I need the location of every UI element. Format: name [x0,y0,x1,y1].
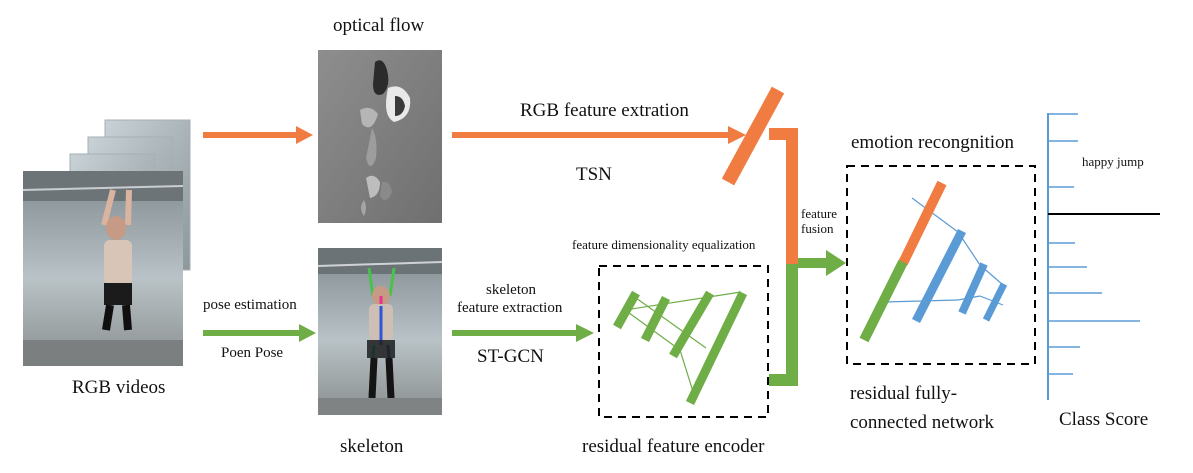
arrow-skeleton-to-encoder [452,324,594,342]
happy-jump-label: happy jump [1082,154,1144,169]
open-pose-label: Poen Pose [221,345,284,361]
tsn-label: TSN [576,164,612,185]
arrow-video-to-flow [203,126,313,144]
residual-fc-network-label-line2: connected network [850,412,995,433]
green-bracket [769,264,798,386]
feature-fusion-label-line1: feature [801,206,838,221]
emotion-recognition-label: emotion recongnition [851,132,1015,153]
orange-bracket [769,128,798,264]
person-figure [101,189,132,331]
optical-flow-image [318,50,442,223]
rgb-videos-label: RGB videos [72,377,166,398]
skeleton-image [317,248,443,415]
arrow-video-to-skeleton [203,324,316,342]
rgb-feature-bar [721,86,785,186]
rgb-feature-extraction-label: RGB feature extration [520,100,689,121]
residual-feature-encoder-label: residual feature encoder [582,436,765,457]
optical-flow-label: optical flow [333,15,425,36]
residual-fc-network-label-line1: residual fully- [850,383,958,404]
class-score-chart [1047,113,1160,400]
skeleton-feature-extraction-label-line2: feature extraction [457,300,563,316]
residual-fc-network-box [846,165,1036,365]
feature-dimensionality-equalization-label: feature dimensionality equalization [572,237,756,252]
st-gcn-label: ST-GCN [477,346,544,367]
class-score-label: Class Score [1059,409,1149,430]
residual-feature-encoder-box [598,265,769,418]
pose-estimation-label: pose estimation [203,297,297,313]
skeleton-feature-extraction-label-line1: skeleton [486,282,536,298]
arrow-fusion [798,250,846,276]
rgb-videos-image [22,119,191,366]
arrow-flow-to-rgb-feature [452,126,746,144]
feature-fusion-label-line2: fusion [801,221,834,236]
skeleton-label: skeleton [340,436,404,457]
